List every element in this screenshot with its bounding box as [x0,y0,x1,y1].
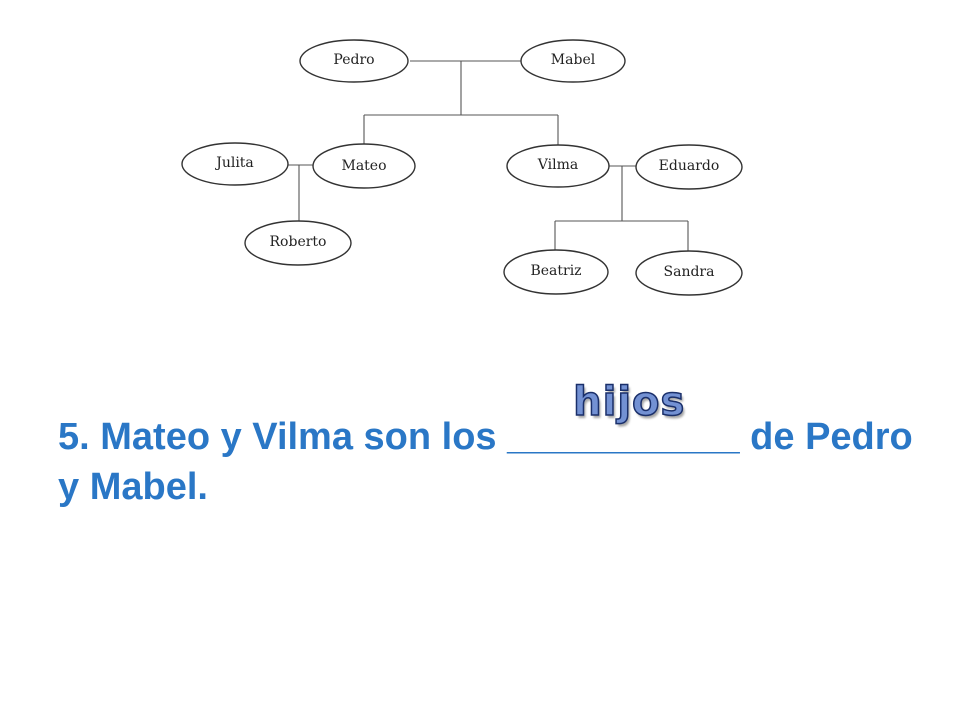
person-node-mabel: Mabel [520,39,626,83]
person-name-mabel: Mabel [551,52,596,68]
person-node-mateo: Mateo [312,143,416,189]
person-name-pedro: Pedro [333,52,374,68]
person-node-pedro: Pedro [299,39,409,83]
family-tree-diagram: Pedro Mabel Julita Mateo Vilma Eduardo R… [181,39,743,296]
person-node-vilma: Vilma [506,144,610,188]
blank-underline: ___________ [507,416,740,458]
person-node-roberto: Roberto [244,220,352,266]
answer-word: hijos [572,379,686,425]
person-node-eduardo: Eduardo [635,144,743,190]
person-name-vilma: Vilma [537,157,578,173]
answer-blank: ___________hijos [507,379,740,462]
exercise-question: 5. Mateo y Vilma son los ___________hijo… [58,379,918,512]
person-name-eduardo: Eduardo [659,158,720,174]
person-name-roberto: Roberto [270,234,327,250]
person-name-beatriz: Beatriz [530,263,581,279]
person-node-beatriz: Beatriz [503,249,609,295]
person-node-sandra: Sandra [635,250,743,296]
person-name-julita: Julita [214,155,254,171]
question-prefix: 5. Mateo y Vilma son los [58,416,508,458]
person-name-mateo: Mateo [341,158,386,174]
person-name-sandra: Sandra [664,264,715,280]
question-suffix: de Pedro y Mabel. [58,416,913,508]
tree-connectors [288,60,689,252]
person-node-julita: Julita [181,142,289,186]
